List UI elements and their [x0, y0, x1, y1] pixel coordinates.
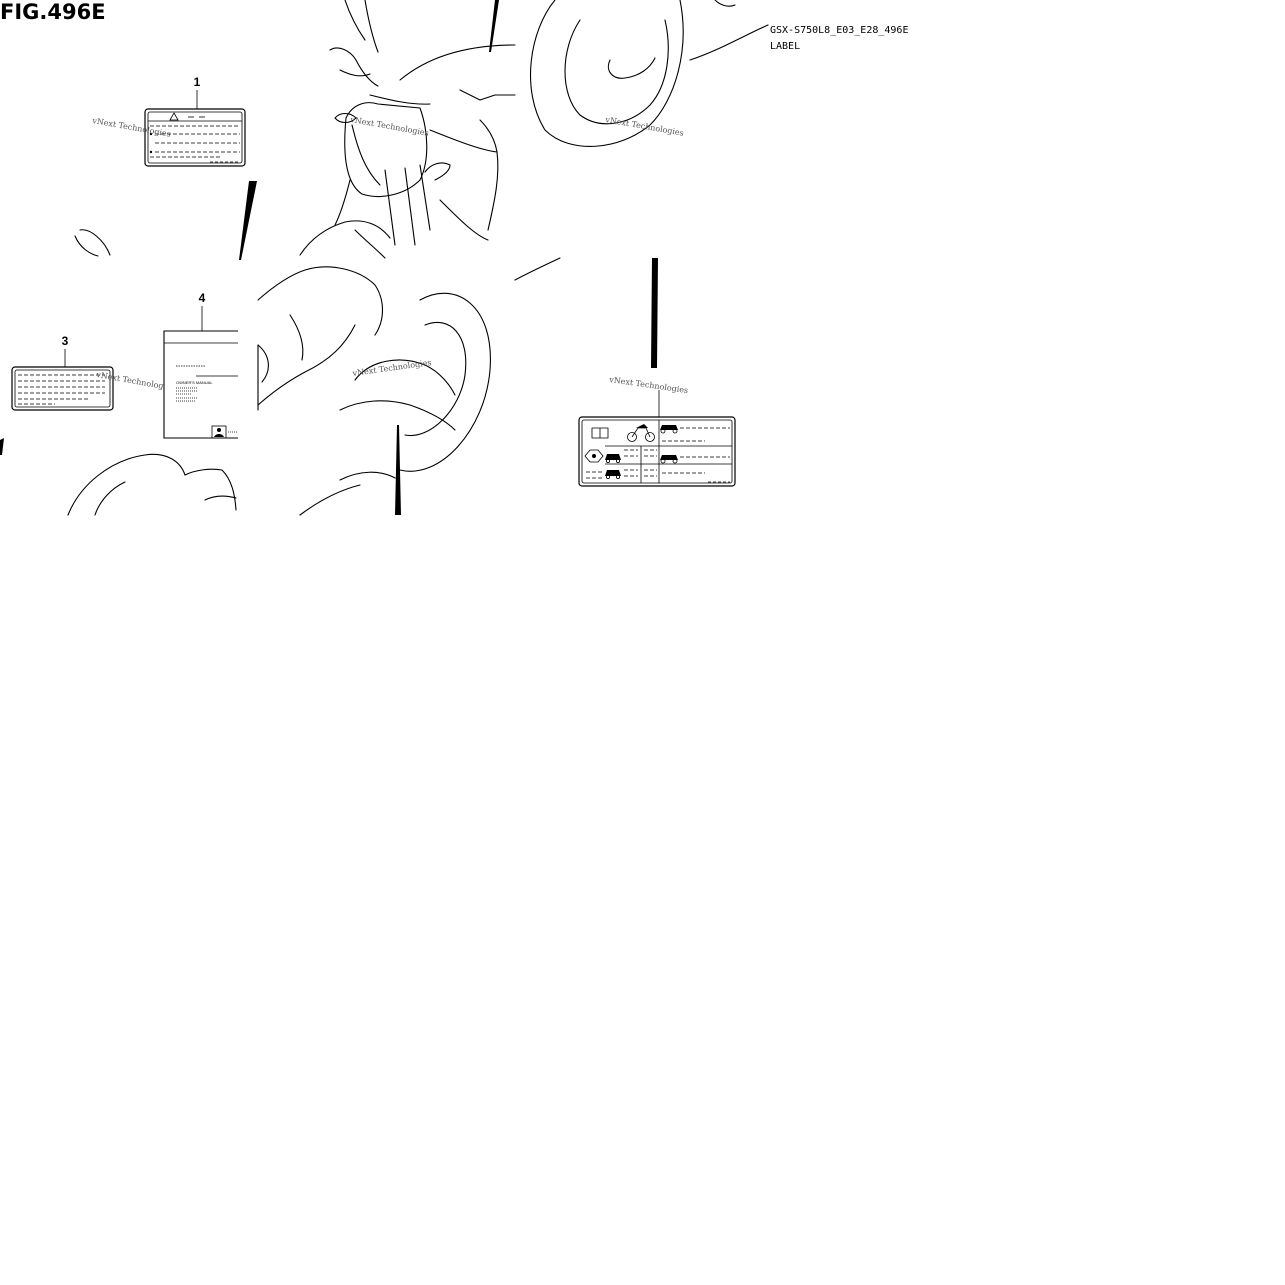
warning-triangle-icon	[169, 112, 179, 121]
motorcycle-icon	[627, 424, 655, 442]
watermark-6: vNext Technologies	[608, 375, 689, 395]
label-1[interactable]	[144, 108, 246, 167]
leader-wedge-2	[651, 258, 658, 368]
leader-wedge-bottom	[395, 425, 401, 515]
figure-caption: LABEL	[770, 41, 800, 52]
load-icon-1	[605, 454, 621, 463]
callout-4[interactable]: 4	[199, 291, 206, 305]
watermark-4: vNext Technologies	[351, 358, 432, 378]
watermark-3: vNext Technologies	[604, 115, 685, 138]
leader-wedge-top	[489, 0, 499, 52]
book-icon	[591, 427, 609, 439]
manual-title: OWNER'S MANUAL	[176, 380, 213, 385]
label-2-panel: vNext Technologies	[578, 258, 736, 487]
owners-manual[interactable]	[163, 330, 238, 439]
rear-wheel	[529, 0, 684, 147]
label-1-inner-border	[147, 111, 243, 164]
label-1-panel: 1 vNext Technologies	[74, 75, 257, 260]
rider-icon	[660, 425, 678, 434]
watermark-2: vNext Technologies	[349, 115, 430, 138]
callout-1[interactable]: 1	[194, 75, 201, 89]
rider-passenger-icon	[660, 455, 678, 464]
tire-pressure-icon	[584, 449, 604, 463]
label-2[interactable]	[578, 416, 736, 487]
callout-3[interactable]: 3	[62, 334, 69, 348]
figure-title: FIG.496E	[0, 0, 106, 24]
front-wheel	[399, 292, 491, 472]
load-icon-2	[605, 470, 621, 479]
headlight	[344, 102, 428, 197]
leader-wedge-1	[239, 181, 257, 260]
label-4-panel: 4 OWNER'S MANUAL	[163, 291, 238, 439]
figure-code: GSX-S750L8_E03_E28_496E	[770, 25, 908, 36]
